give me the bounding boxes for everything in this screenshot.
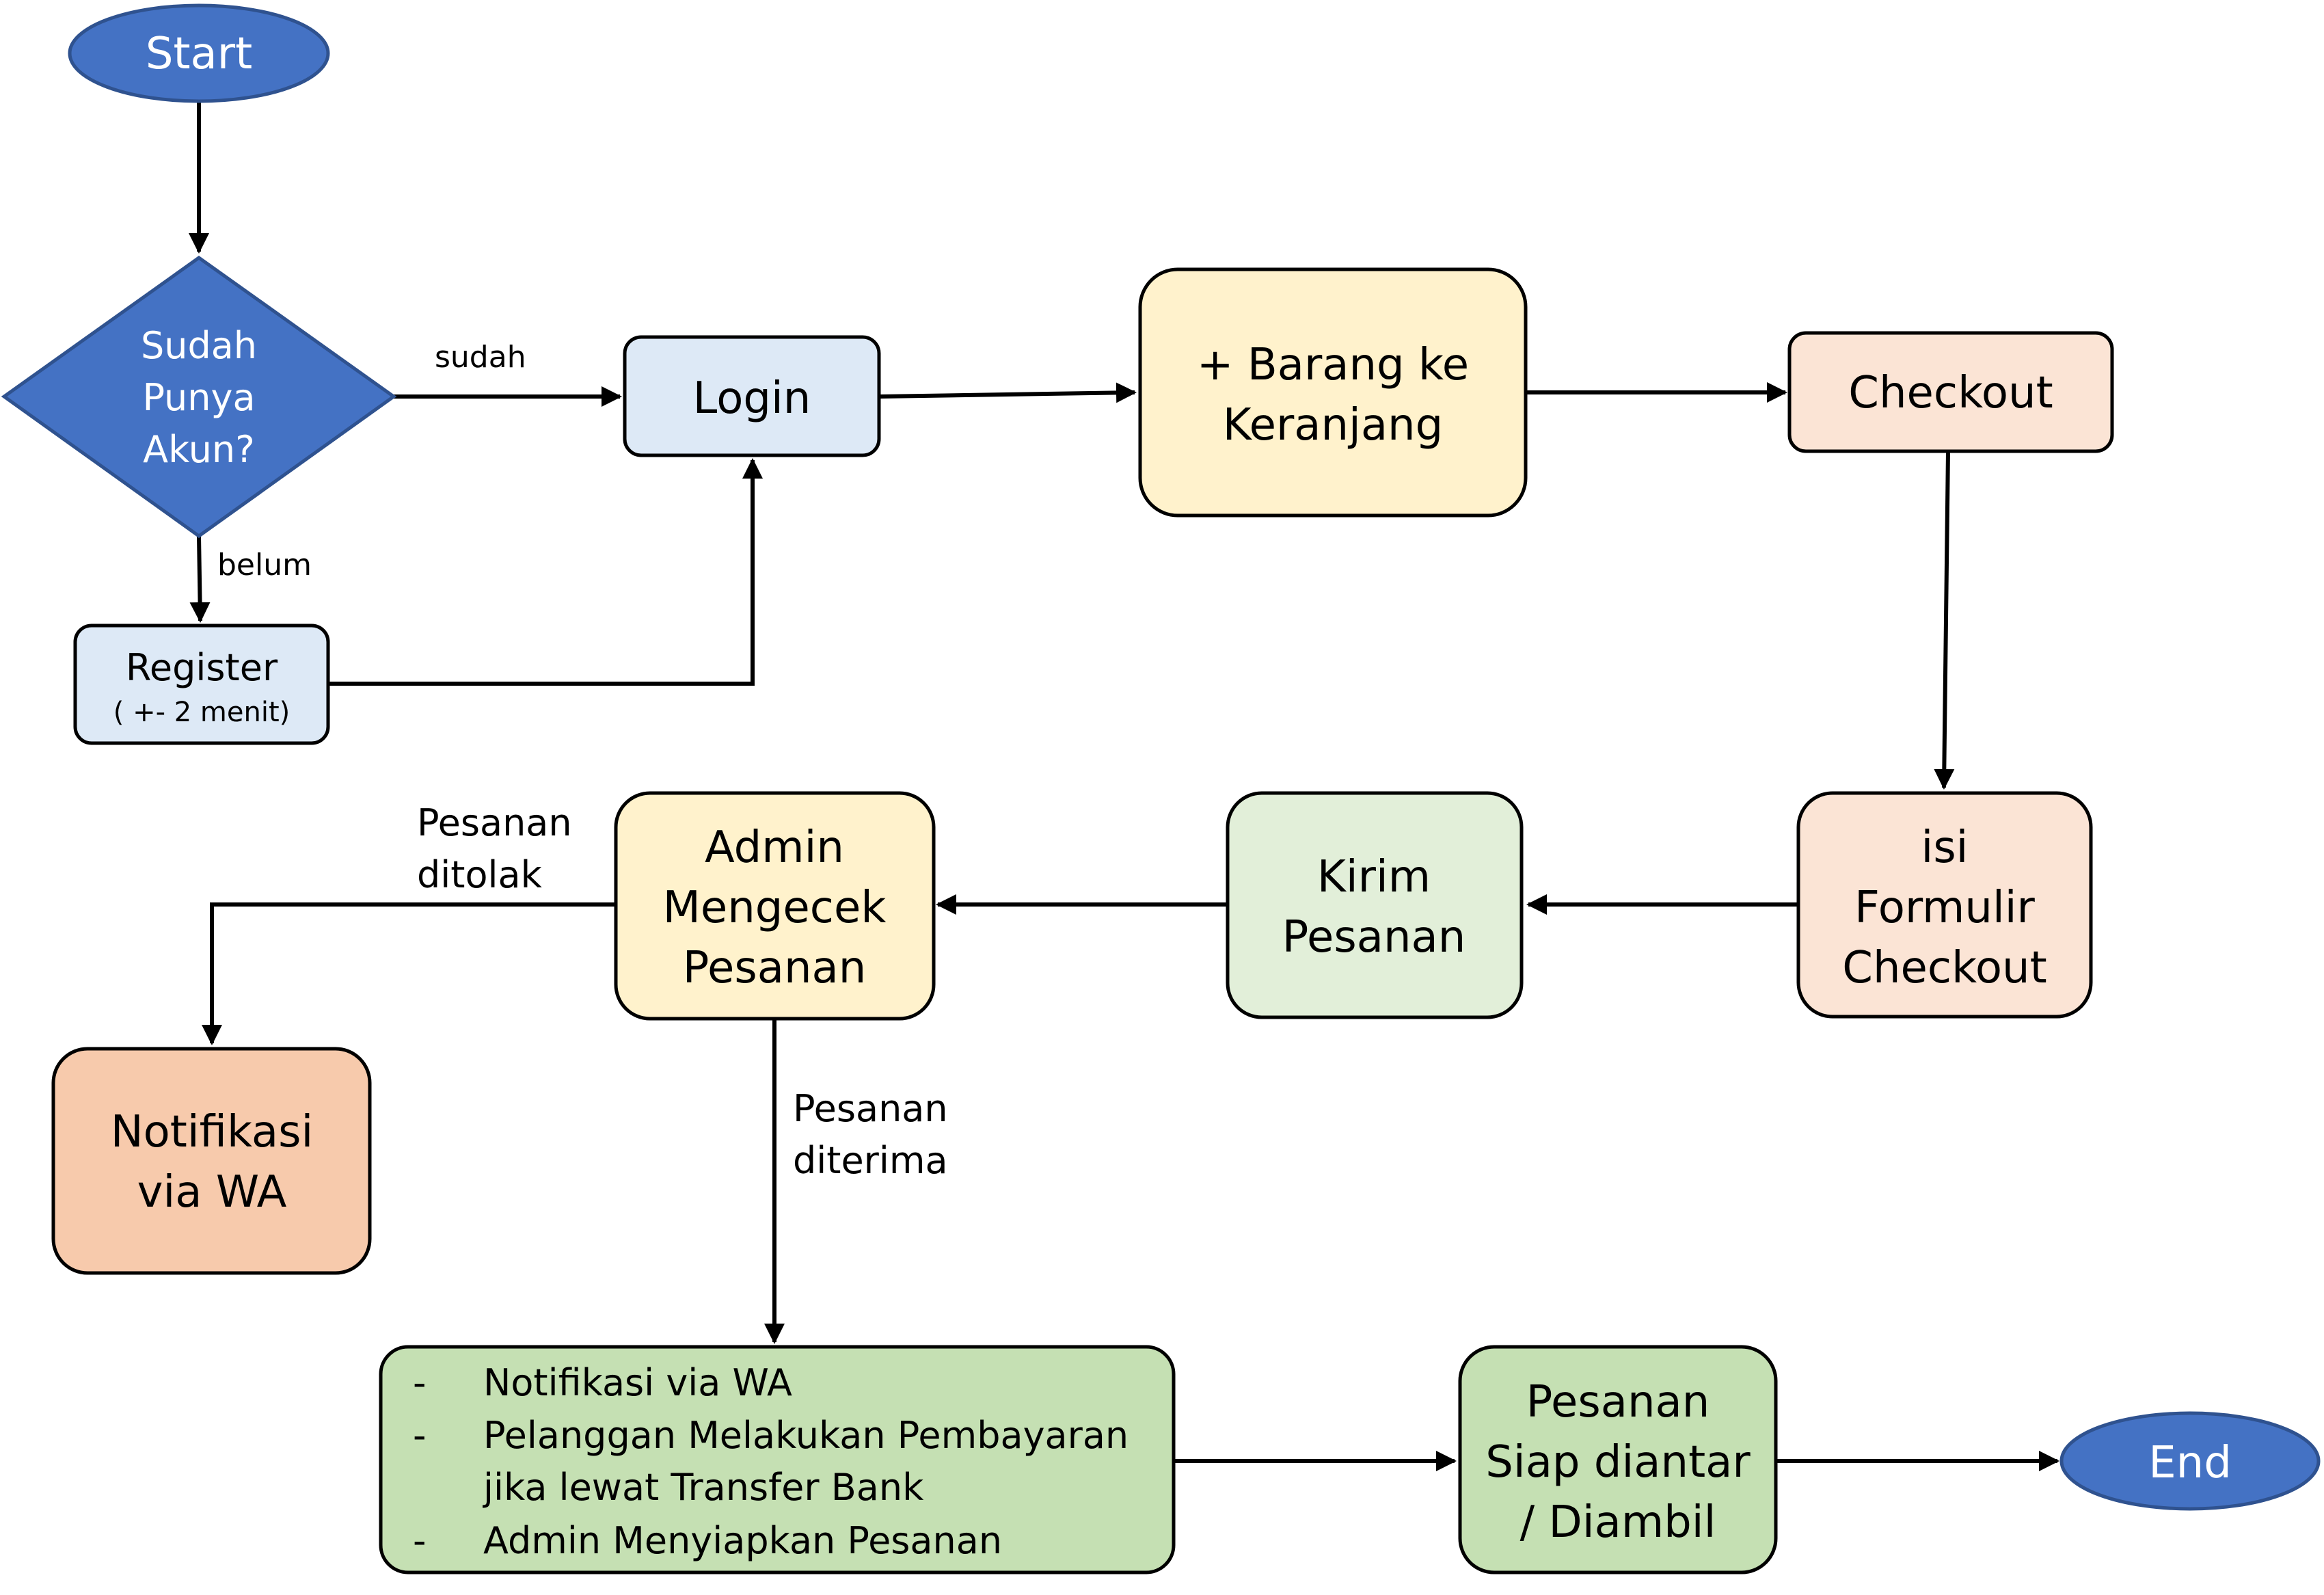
register-label: Register <box>126 646 278 689</box>
checkout-box: Checkout <box>1787 331 2114 453</box>
process-dash-2: - <box>413 1414 427 1457</box>
decision-line3: Akun? <box>143 428 255 471</box>
process-item-2: Pelanggan Melakukan Pembayaran <box>483 1414 1129 1457</box>
login-box: Login <box>623 335 881 457</box>
label-belum: belum <box>217 548 312 582</box>
process-item-1: Notifikasi via WA <box>483 1361 792 1404</box>
register-rect <box>73 624 330 745</box>
notif-line1: Notifikasi <box>111 1107 314 1157</box>
admin-line1: Admin <box>705 822 844 873</box>
form-line2: Formulir <box>1854 883 2035 933</box>
add-to-cart-box: + Barang ke Keranjang <box>1138 267 1528 518</box>
end-label: End <box>2148 1438 2232 1488</box>
ready-rect <box>1458 1345 1778 1574</box>
start-label: Start <box>146 29 252 79</box>
form-rect <box>1796 791 2093 1019</box>
decision-diamond <box>1 255 397 539</box>
process-dash-3: - <box>413 1519 427 1562</box>
process-dash-1: - <box>413 1361 427 1404</box>
start-ellipse <box>68 3 330 103</box>
login-label: Login <box>693 373 811 424</box>
admin-check-box: Admin Mengecek Pesanan <box>614 791 936 1021</box>
ready-line2: Siap diantar <box>1485 1437 1751 1488</box>
admin-rect <box>614 791 936 1021</box>
edge-labels: sudah belum Pesanan ditolak Pesanan dite… <box>217 340 948 1182</box>
decision-line1: Sudah <box>141 324 257 367</box>
label-accepted-line2: diterima <box>793 1139 948 1182</box>
checkout-rect <box>1787 331 2114 453</box>
form-line3: Checkout <box>1842 943 2046 993</box>
send-line2: Pesanan <box>1282 912 1466 963</box>
edge-register-to-login <box>329 458 763 686</box>
ready-line3: / Diambil <box>1520 1497 1716 1548</box>
checkout-label: Checkout <box>1848 368 2053 418</box>
notification-box: Notifikasi via WA <box>51 1047 372 1275</box>
end-ellipse <box>2059 1411 2321 1511</box>
label-sudah: sudah <box>435 340 526 375</box>
start-terminal: Start <box>68 3 330 103</box>
edge-login-to-cart <box>878 382 1137 403</box>
form-line1: isi <box>1921 822 1969 873</box>
edge-checkout-to-form <box>1934 451 1955 790</box>
register-box: Register ( +- 2 menit) <box>73 624 330 745</box>
process-item-3: Admin Menyiapkan Pesanan <box>483 1519 1002 1562</box>
label-rejected-line1: Pesanan <box>417 801 572 844</box>
process-box: - Notifikasi via WA - Pelanggan Melakuka… <box>379 1345 1176 1574</box>
edge-admin-to-notif <box>202 902 615 1045</box>
decision-has-account: Sudah Punya Akun? <box>1 255 397 539</box>
login-rect <box>623 335 881 457</box>
order-ready-box: Pesanan Siap diantar / Diambil <box>1458 1345 1778 1574</box>
notif-rect <box>51 1047 372 1275</box>
cart-line2: Keranjang <box>1223 400 1443 451</box>
admin-line2: Mengecek <box>663 883 887 933</box>
cart-line1: + Barang ke <box>1197 340 1469 390</box>
notif-line2: via WA <box>137 1167 287 1218</box>
admin-line3: Pesanan <box>683 943 867 993</box>
connectors <box>189 101 2059 1471</box>
end-terminal: End <box>2059 1411 2321 1511</box>
send-line1: Kirim <box>1317 852 1431 902</box>
label-accepted-line1: Pesanan <box>793 1087 948 1130</box>
checkout-form-box: isi Formulir Checkout <box>1796 791 2093 1019</box>
cart-rect <box>1138 267 1528 518</box>
process-rect <box>379 1345 1176 1574</box>
send-rect <box>1226 791 1524 1019</box>
register-note: ( +- 2 menit) <box>113 697 290 728</box>
process-item-2b: jika lewat Transfer Bank <box>483 1466 924 1509</box>
label-rejected-line2: ditolak <box>417 853 543 896</box>
edge-decision-to-register <box>189 535 211 623</box>
decision-line2: Punya <box>142 376 255 419</box>
ready-line1: Pesanan <box>1526 1377 1710 1428</box>
send-order-box: Kirim Pesanan <box>1226 791 1524 1019</box>
